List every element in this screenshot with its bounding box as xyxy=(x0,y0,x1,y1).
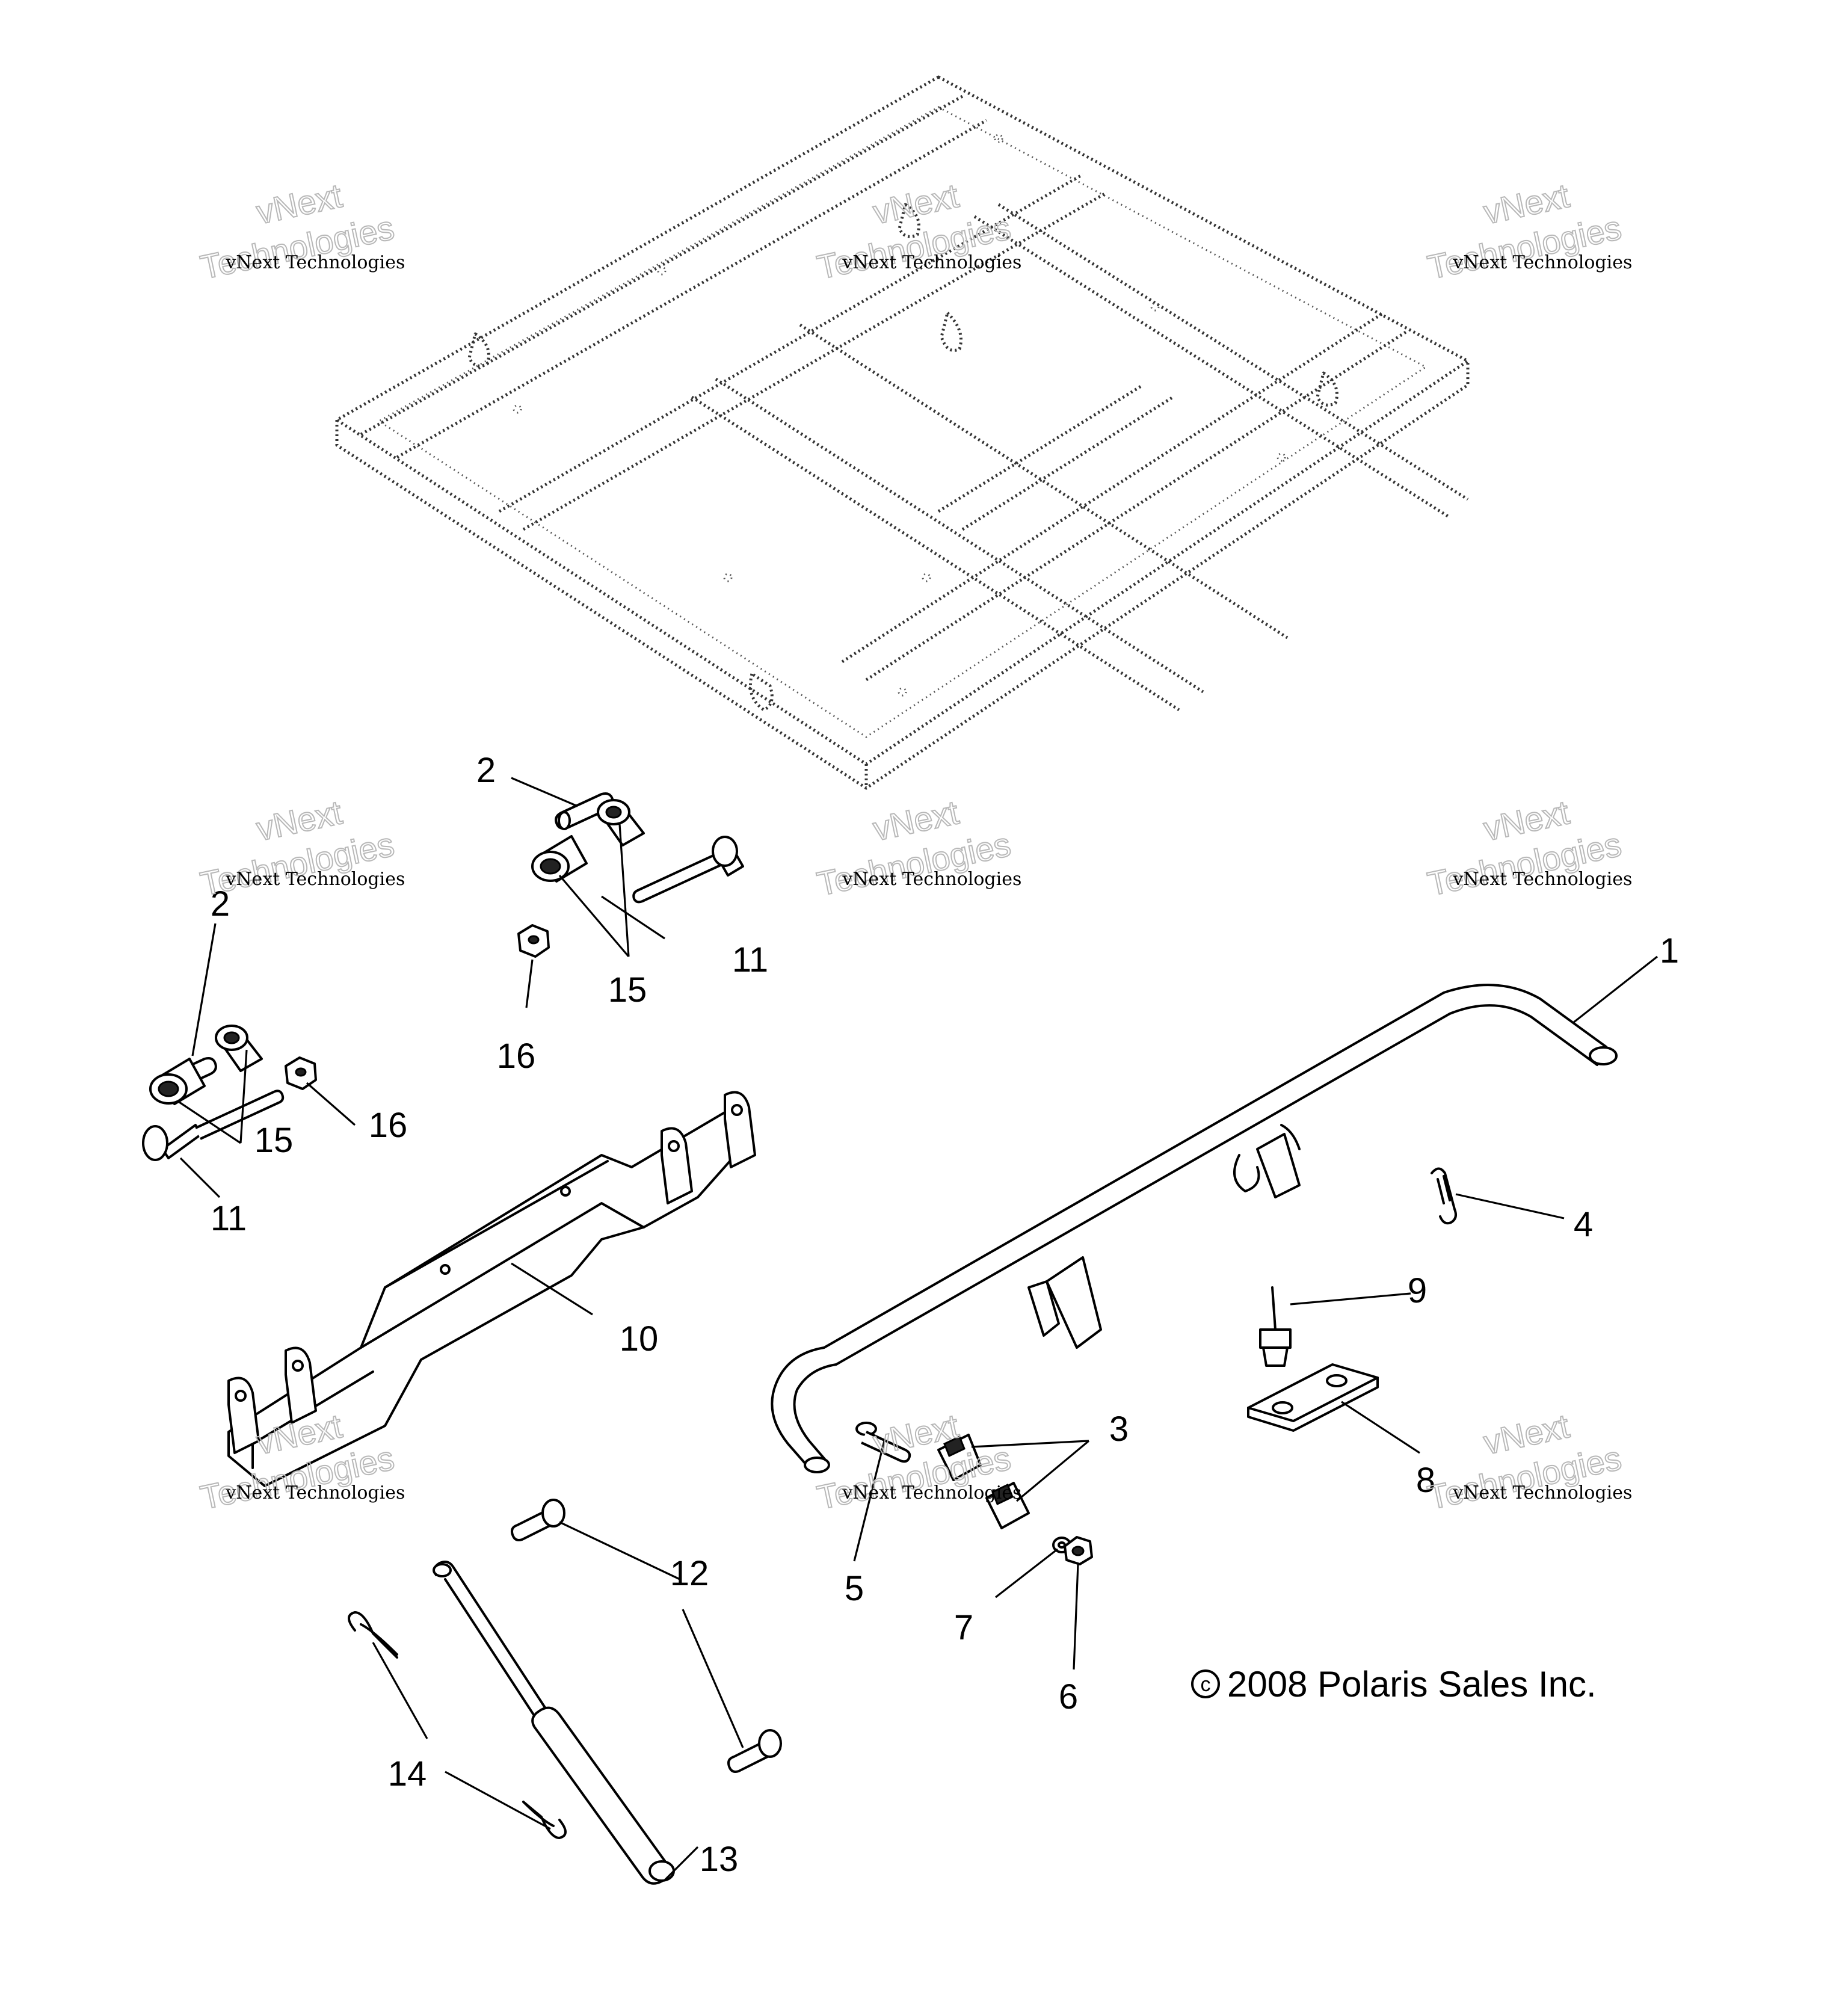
watermark-bottom-right: vNext Technologies vNext Technologies xyxy=(1424,1406,1633,1517)
spring xyxy=(1431,1167,1457,1225)
hair-pin-clip-lower xyxy=(522,1801,567,1839)
bushing-left-b xyxy=(149,1058,206,1105)
watermark-mid-right: vNext Technologies vNext Technologies xyxy=(1424,792,1633,904)
gas-strut xyxy=(433,1561,675,1885)
callout-14: 14 xyxy=(388,1754,427,1793)
clamp-b xyxy=(985,1482,1030,1529)
watermark-top-left: vNext Technologies vNext Technologies xyxy=(197,176,405,287)
callout-13: 13 xyxy=(700,1840,739,1879)
svg-text:vNext Technologies: vNext Technologies xyxy=(842,1482,1021,1503)
watermark-top-center: vNext Technologies vNext Technologies xyxy=(813,176,1022,287)
leader-lines xyxy=(177,777,1658,1881)
copyright-notice: c 2008 Polaris Sales Inc. xyxy=(1191,1664,1597,1704)
callout-16-upper: 16 xyxy=(497,1037,536,1076)
bushing-upper-a xyxy=(597,799,645,846)
svg-text:vNext Technologies: vNext Technologies xyxy=(225,1482,405,1503)
watermark-top-right: vNext Technologies vNext Technologies xyxy=(1424,176,1633,287)
rivet xyxy=(1259,1286,1292,1367)
latch-rod xyxy=(771,984,1618,1473)
callout-12: 12 xyxy=(670,1554,709,1593)
callout-5: 5 xyxy=(845,1569,864,1608)
callout-16-left: 16 xyxy=(369,1106,408,1145)
svg-text:vNext Technologies: vNext Technologies xyxy=(225,252,405,273)
clevis-pin-upper xyxy=(511,1499,565,1541)
callout-1: 1 xyxy=(1660,931,1679,970)
nut-left xyxy=(285,1056,317,1090)
pivot-bracket xyxy=(227,1091,756,1487)
callout-11-left: 11 xyxy=(211,1199,247,1238)
clamp-a xyxy=(937,1434,982,1481)
callout-numbers: 1 2 2 3 4 5 6 7 8 9 10 11 11 12 13 14 15… xyxy=(211,751,1679,1879)
bolt-upper xyxy=(632,836,744,904)
cargo-box-frame xyxy=(335,75,1470,790)
callout-4: 4 xyxy=(1574,1205,1593,1244)
copyright-symbol: c xyxy=(1201,1673,1211,1696)
callout-7: 7 xyxy=(954,1608,973,1647)
copyright-text: 2008 Polaris Sales Inc. xyxy=(1227,1664,1597,1704)
callout-15-upper: 15 xyxy=(608,970,647,1010)
svg-text:vNext Technologies: vNext Technologies xyxy=(842,252,1021,273)
hair-pin-clip-upper xyxy=(348,1611,398,1659)
clevis-pin-lower xyxy=(727,1729,782,1773)
callout-11-upper: 11 xyxy=(732,940,768,979)
callout-15-left: 15 xyxy=(254,1121,294,1160)
bushing-upper-b xyxy=(531,835,588,883)
copyright-circle-icon xyxy=(1191,1669,1220,1698)
callout-8: 8 xyxy=(1416,1461,1435,1500)
svg-text:vNext Technologies: vNext Technologies xyxy=(225,869,405,890)
svg-text:vNext Technologies: vNext Technologies xyxy=(1452,1482,1632,1503)
callout-9: 9 xyxy=(1408,1271,1427,1310)
callout-10: 10 xyxy=(620,1319,659,1358)
callout-6: 6 xyxy=(1059,1677,1078,1716)
watermark-mid-center: vNext Technologies vNext Technologies xyxy=(813,792,1022,904)
bolt-small xyxy=(855,1422,911,1463)
svg-text:vNext Technologies: vNext Technologies xyxy=(1452,252,1632,273)
nut-upper xyxy=(517,924,550,958)
svg-text:vNext Technologies: vNext Technologies xyxy=(842,869,1021,890)
watermark-bottom-center: vNext Technologies vNext Technologies xyxy=(813,1406,1022,1517)
plate xyxy=(1247,1363,1379,1432)
svg-text:vNext Technologies: vNext Technologies xyxy=(1452,869,1632,890)
callout-2-upper: 2 xyxy=(476,751,496,790)
callout-3: 3 xyxy=(1109,1410,1129,1449)
callout-2-left: 2 xyxy=(211,884,230,923)
bushing-left-a xyxy=(215,1025,263,1072)
lock-nut xyxy=(1064,1536,1093,1565)
